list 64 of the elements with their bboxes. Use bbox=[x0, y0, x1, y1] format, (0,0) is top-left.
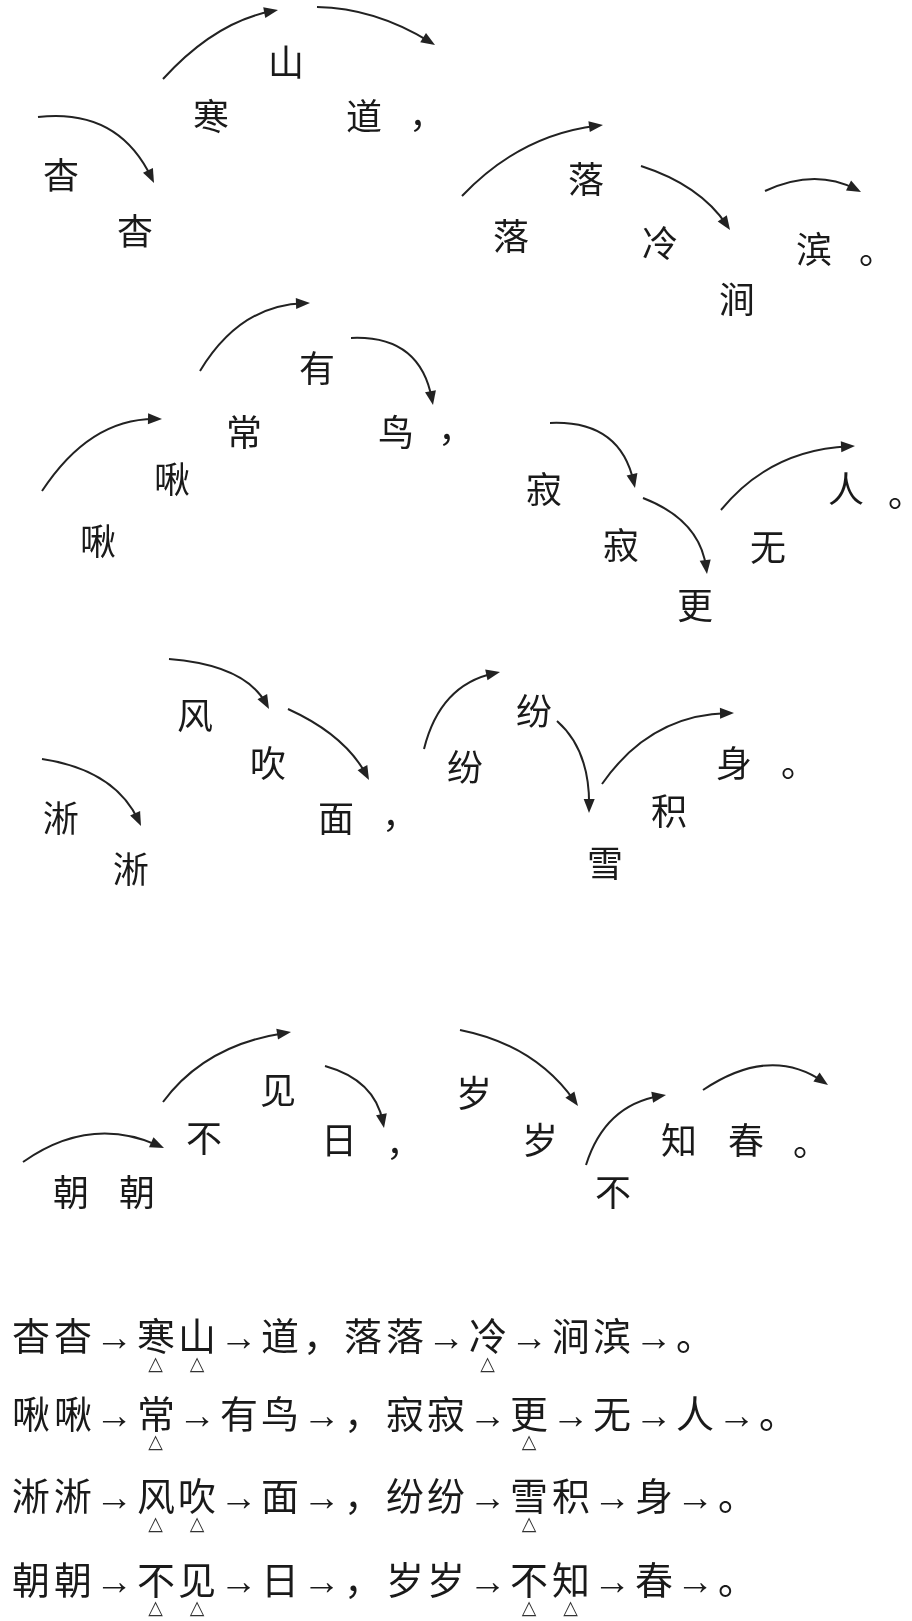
poem-character: 不 bbox=[186, 1122, 222, 1158]
punctuation-mark: ， bbox=[382, 798, 400, 834]
poem-character: 面 bbox=[318, 802, 354, 838]
punctuation-mark: ， bbox=[409, 98, 427, 134]
stress-mark: △ bbox=[521, 1598, 537, 1617]
poem-character: 春 bbox=[728, 1124, 764, 1160]
reading-line: 杳杳→寒山→道，落落→冷→涧滨→。 bbox=[12, 1318, 718, 1356]
poem-character: 寂 bbox=[603, 529, 639, 565]
stress-mark: △ bbox=[189, 1354, 205, 1373]
poem-character: 更 bbox=[677, 589, 713, 625]
poem-character: 朝 bbox=[119, 1176, 155, 1212]
poem-character: 身 bbox=[716, 747, 752, 783]
punctuation-mark: ， bbox=[438, 412, 456, 448]
poem-character: 岁 bbox=[522, 1124, 558, 1160]
poem-character: 落 bbox=[493, 220, 529, 256]
poem-character: 滨 bbox=[796, 233, 832, 269]
poem-character: 日 bbox=[321, 1124, 357, 1160]
punctuation-mark: ， bbox=[386, 1126, 404, 1162]
punctuation-mark: 。 bbox=[781, 747, 799, 783]
poem-character: 见 bbox=[260, 1074, 296, 1110]
poem-character: 无 bbox=[750, 531, 786, 567]
poem-character: 鸟 bbox=[378, 416, 414, 452]
poem-character: 寂 bbox=[526, 473, 562, 509]
poem-character: 山 bbox=[268, 46, 304, 82]
punctuation-mark: 。 bbox=[888, 477, 906, 513]
stress-mark: △ bbox=[521, 1432, 537, 1451]
reading-line: 淅淅→风吹→面→，纷纷→雪积→身→。 bbox=[12, 1478, 759, 1516]
punctuation-mark: 。 bbox=[793, 1126, 811, 1162]
punctuation-mark: 。 bbox=[859, 234, 877, 270]
poem-character: 纷 bbox=[516, 695, 552, 731]
poem-character: 不 bbox=[595, 1176, 631, 1212]
poem-character: 常 bbox=[226, 416, 262, 452]
stress-mark: △ bbox=[148, 1432, 163, 1451]
poem-character: 杳 bbox=[117, 215, 153, 251]
poem-character: 有 bbox=[299, 352, 335, 388]
stress-mark: △ bbox=[148, 1598, 163, 1617]
poem-character: 涧 bbox=[719, 283, 755, 319]
poem-character: 积 bbox=[651, 795, 687, 831]
stress-mark: △ bbox=[189, 1598, 205, 1617]
poem-character: 啾 bbox=[80, 525, 116, 561]
stress-mark: △ bbox=[480, 1354, 495, 1373]
poem-character: 道 bbox=[346, 100, 382, 136]
poem-character: 杳 bbox=[43, 159, 79, 195]
poem-character: 落 bbox=[568, 163, 604, 199]
poem-character: 人 bbox=[828, 473, 864, 509]
stress-mark: △ bbox=[148, 1354, 163, 1373]
stress-mark: △ bbox=[148, 1514, 163, 1533]
poem-character: 吹 bbox=[250, 747, 286, 783]
reading-line: 啾啾→常→有鸟→，寂寂→更→无→人→。 bbox=[12, 1396, 801, 1434]
poem-character: 纷 bbox=[447, 751, 483, 787]
stress-mark: △ bbox=[521, 1514, 537, 1533]
stress-mark: △ bbox=[189, 1514, 205, 1533]
stress-mark: △ bbox=[563, 1598, 578, 1617]
poem-character: 淅 bbox=[113, 853, 149, 889]
poem-character: 啾 bbox=[154, 463, 190, 499]
poem-character: 风 bbox=[177, 699, 213, 735]
poem-character: 冷 bbox=[642, 227, 678, 263]
poem-character: 淅 bbox=[43, 802, 79, 838]
poem-character: 寒 bbox=[193, 100, 229, 136]
poem-character: 朝 bbox=[53, 1176, 89, 1212]
reading-line: 朝朝→不见→日→，岁岁→不知→春→。 bbox=[12, 1562, 759, 1600]
poem-character: 岁 bbox=[456, 1077, 492, 1113]
poem-character: 雪 bbox=[587, 847, 623, 883]
poem-character: 知 bbox=[661, 1124, 697, 1160]
